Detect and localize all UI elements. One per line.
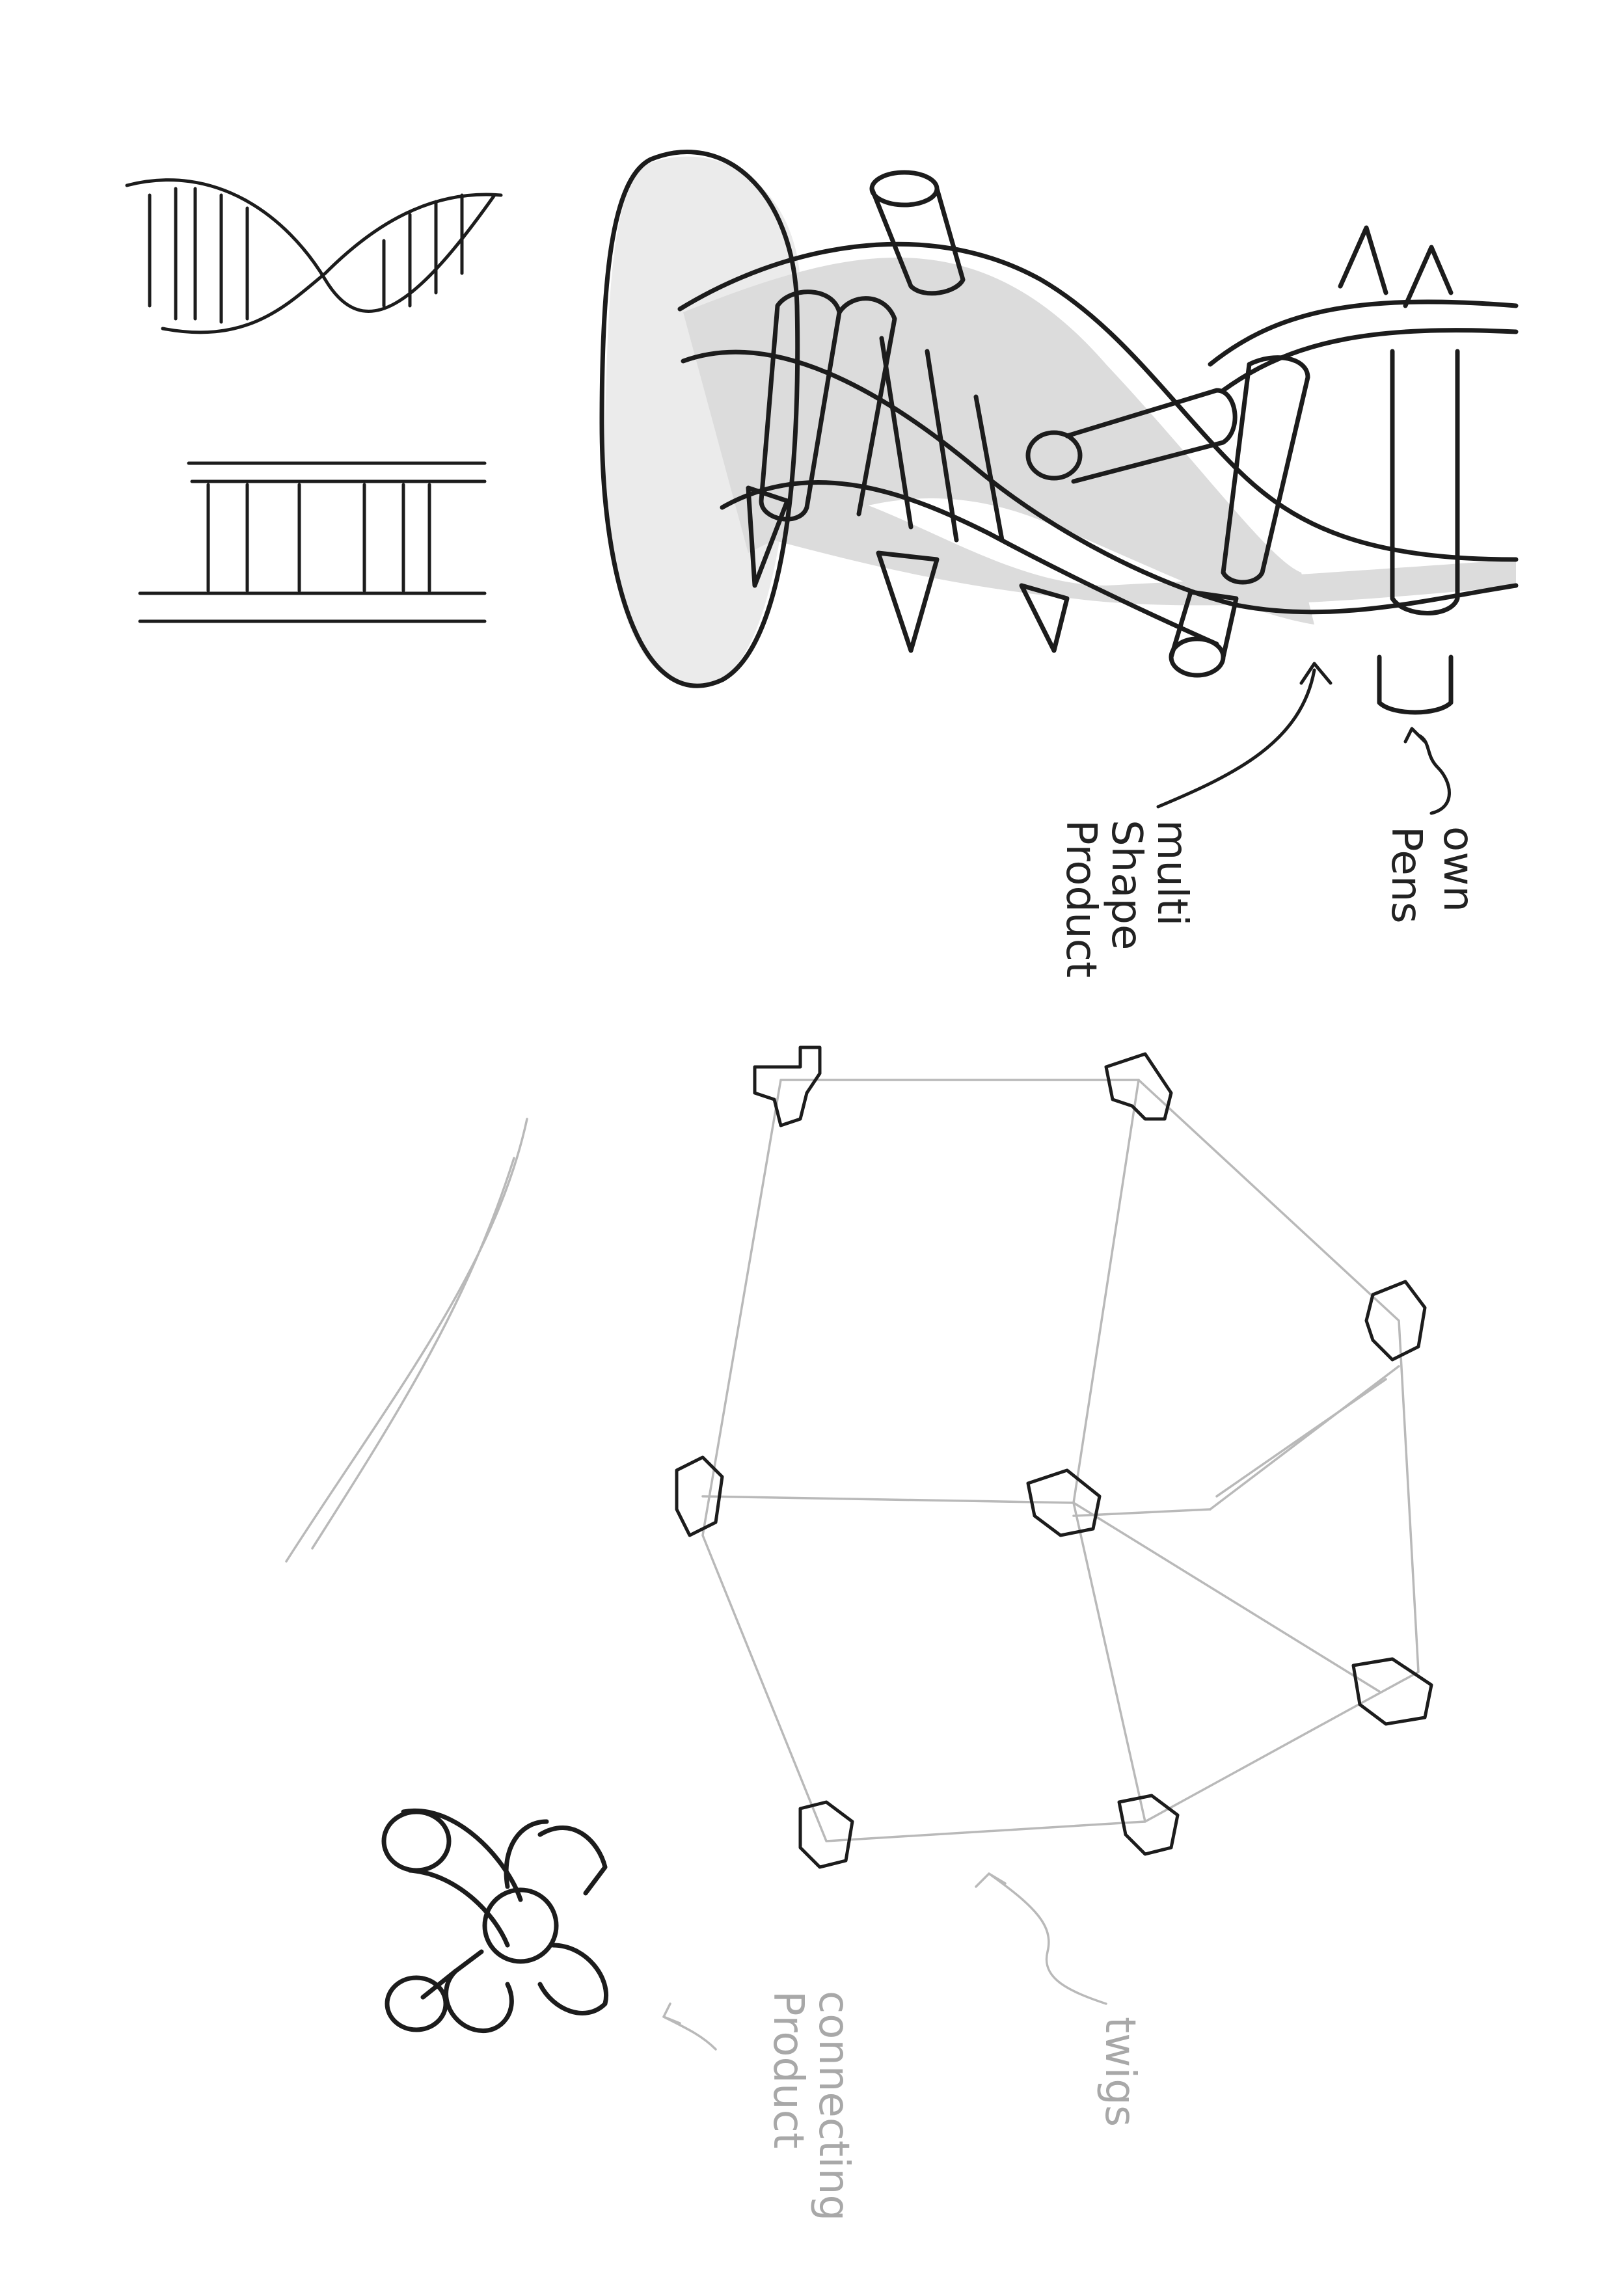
connector-7 bbox=[1117, 1794, 1180, 1856]
label-own: own bbox=[1434, 826, 1482, 912]
arrow-twigs bbox=[988, 1872, 1107, 2005]
label-shape: Shape bbox=[1102, 820, 1150, 950]
connecting-product-sketch bbox=[381, 1808, 608, 2033]
connector-4 bbox=[675, 1455, 724, 1537]
label-product: Product bbox=[1057, 820, 1105, 978]
ladder-sketch bbox=[138, 461, 487, 623]
annotation-arrows bbox=[1156, 662, 1451, 815]
connector-8 bbox=[798, 1800, 854, 1869]
arrow-connecting bbox=[662, 2015, 717, 2051]
label-connecting-product-word: Product bbox=[764, 1991, 812, 2149]
connector-2 bbox=[1104, 1052, 1173, 1121]
label-connecting: connecting bbox=[809, 1991, 858, 2221]
connector-3 bbox=[1364, 1280, 1427, 1362]
connector-6 bbox=[1351, 1657, 1433, 1726]
pencil-annotations bbox=[662, 1872, 1107, 2051]
label-twigs: twigs bbox=[1096, 2017, 1144, 2127]
small-helix-sketch bbox=[125, 178, 503, 334]
label-multi-shape-product: multi Shape Product bbox=[1057, 820, 1196, 978]
label-own-pens: own Pens bbox=[1382, 826, 1482, 924]
arrow-own-pens bbox=[1416, 733, 1451, 815]
label-multi: multi bbox=[1148, 820, 1196, 926]
twig-structure-sketch bbox=[285, 1045, 1433, 1869]
connector-1 bbox=[753, 1045, 822, 1127]
label-connecting-product: connecting Product bbox=[764, 1991, 858, 2221]
helix-product-sketch bbox=[599, 150, 1519, 715]
label-pens: Pens bbox=[1382, 826, 1430, 924]
arrow-multi-shape bbox=[1156, 668, 1316, 809]
connector-5 bbox=[1026, 1468, 1102, 1537]
label-twigs-text: twigs bbox=[1096, 2017, 1144, 2127]
